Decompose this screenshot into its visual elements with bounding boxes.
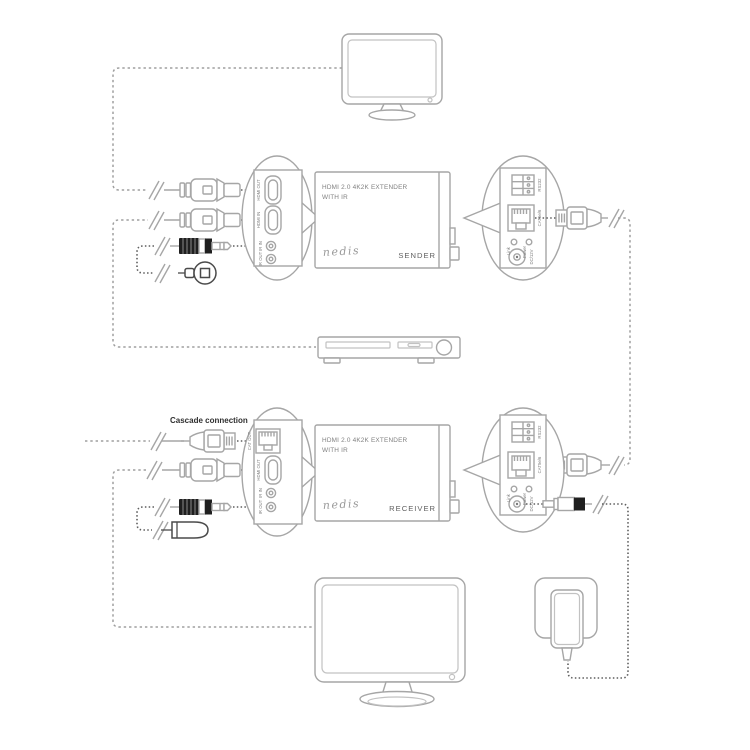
sender-led-label-link: Link: [506, 246, 511, 255]
receiver-port-label-hdmi-out: HDMI OUT: [256, 459, 261, 481]
sender-led-label-power: Power: [522, 245, 527, 258]
monitor-bottom-icon: [314, 577, 466, 708]
ir-receiver-pad-icon: [177, 261, 217, 285]
sender-ir-out-jack: [265, 253, 277, 265]
sender-unit: HDMI 2.0 4K2K EXTENDER WITH IR nedis SEN…: [314, 171, 460, 269]
receiver-port-label-cat-out: CAT OUT: [247, 431, 252, 450]
receiver-port-label-ir-in: IR IN: [258, 488, 263, 498]
sender-ir-in-jack: [265, 240, 277, 252]
receiver-role-label: RECEIVER: [389, 504, 436, 513]
cascade-connection-label: Cascade connection: [170, 416, 248, 425]
sender-brand-logo: nedis: [322, 244, 360, 259]
receiver-port-label-dc: DC/12V: [529, 496, 534, 511]
sender-role-label: SENDER: [398, 251, 436, 260]
dc-power-cable: [526, 493, 629, 679]
sender-title-line2: WITH IR: [322, 194, 348, 201]
receiver-port-label-cat: CAT5e/6: [537, 456, 542, 473]
ir-emitter-icon: [171, 521, 209, 539]
sender-hdmi-in-port: [264, 205, 282, 235]
receiver-port-label-rs232: RS232: [537, 425, 542, 439]
receiver-hdmi-out-port: [264, 455, 282, 485]
sender-port-label-ir-out: IR OUT: [258, 251, 263, 266]
power-adapter-icon: [534, 577, 598, 661]
cat-link-cable: [535, 206, 631, 477]
route-monitor-top-to-sender: [112, 67, 342, 191]
receiver-front-zoom: CAT OUT HDMI OUT IR IN IR OUT: [241, 407, 321, 537]
receiver-ir-in-jack: [265, 487, 277, 499]
media-player-icon: [317, 336, 461, 364]
receiver-unit: HDMI 2.0 4K2K EXTENDER WITH IR nedis REC…: [314, 424, 460, 522]
sender-hdmi-out-port: [264, 175, 282, 205]
sender-port-label-dc: DC/12V: [529, 249, 534, 264]
sender-port-label-ir-in: IR IN: [258, 241, 263, 251]
receiver-title-line2: WITH IR: [322, 447, 348, 454]
sender-front-zoom: HDMI OUT HDMI IN IR IN IR OUT: [241, 155, 321, 281]
sender-port-label-rs232: RS232: [537, 178, 542, 192]
receiver-cat-out-port: [255, 428, 281, 454]
receiver-back-zoom: RS232 CAT5e/6 Link Power DC/12V: [462, 407, 565, 533]
sender-title-line1: HDMI 2.0 4K2K EXTENDER: [322, 184, 408, 191]
route-source-to-sender: [112, 219, 316, 348]
receiver-led-label-power: Power: [522, 492, 527, 505]
sender-port-label-hdmi-in: HDMI IN: [256, 212, 261, 228]
cascade-cable: [85, 429, 255, 453]
receiver-led-label-link: Link: [506, 493, 511, 502]
receiver-ir-out-jack: [265, 501, 277, 513]
monitor-top-icon: [341, 33, 443, 121]
receiver-port-label-ir-out: IR OUT: [258, 499, 263, 514]
sender-port-label-hdmi-out: HDMI OUT: [256, 179, 261, 201]
sender-back-zoom: RS232 CAT5e/6 Link Power DC/12V: [462, 155, 565, 281]
receiver-title-line1: HDMI 2.0 4K2K EXTENDER: [322, 437, 408, 444]
receiver-brand-logo: nedis: [322, 497, 360, 512]
